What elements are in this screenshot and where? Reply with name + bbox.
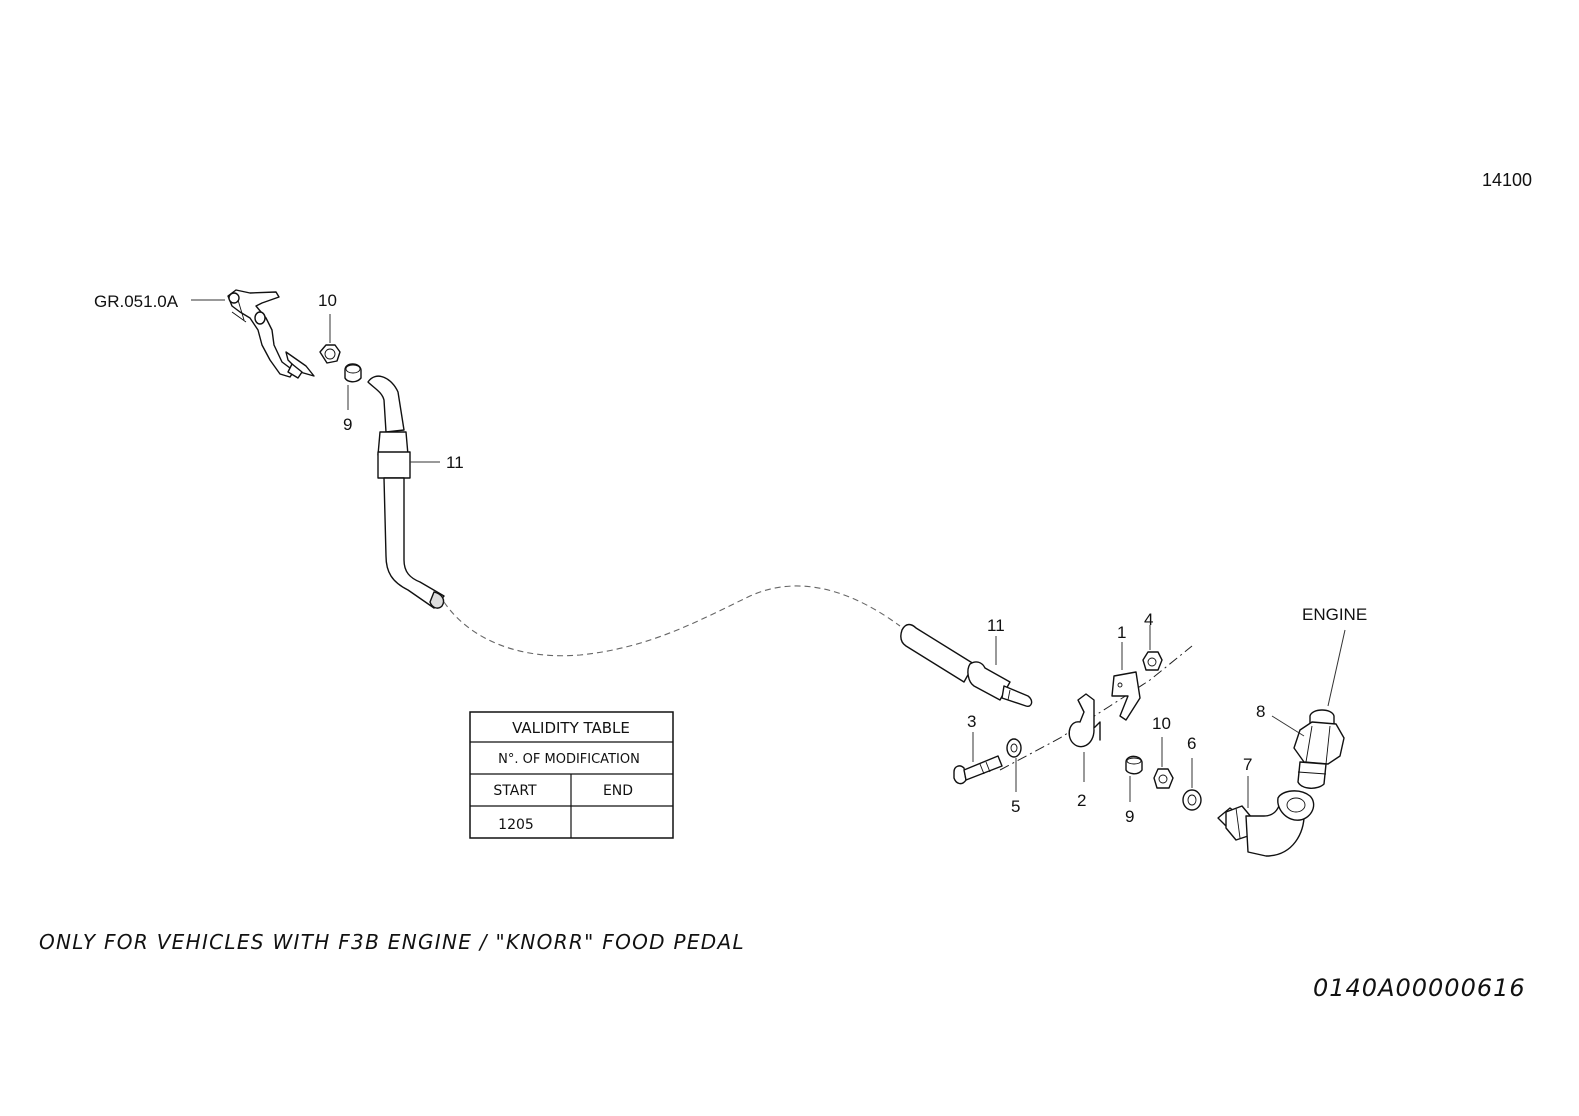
item-label-2: 2: [1077, 791, 1086, 810]
nut-part-4: [1142, 651, 1163, 671]
page-number: 14100: [1482, 170, 1533, 190]
item-label-8: 8: [1256, 702, 1265, 721]
document-number: 0140A00000616: [1313, 974, 1526, 1002]
washer-part-6: [1182, 789, 1202, 811]
leader-line-engine: [1327, 629, 1346, 707]
validity-table-start-header: START: [493, 783, 537, 799]
item-label-4: 4: [1144, 610, 1153, 629]
leader-line-8: [1271, 715, 1305, 737]
accelerator-pedal-part: [227, 289, 315, 379]
validity-table-title: VALIDITY TABLE: [512, 719, 630, 737]
cap-part-9-bottom: [1125, 755, 1143, 775]
bolt-part-3: [953, 755, 1003, 785]
nut-part-10-bottom: [1153, 768, 1174, 789]
washer-part-5: [1006, 738, 1022, 758]
elbow-fitting-part-7: [1217, 790, 1315, 857]
item-label-9-top: 9: [343, 415, 352, 434]
item-label-11-bottom: 11: [987, 616, 1005, 635]
item-label-5: 5: [1011, 797, 1020, 816]
item-label-6: 6: [1187, 734, 1196, 753]
validity-table: VALIDITY TABLE N°. OF MODIFICATION START…: [469, 711, 674, 839]
cap-part-9-top: [344, 363, 362, 383]
bracket-part-1: [1111, 671, 1141, 721]
engine-label: ENGINE: [1302, 605, 1367, 624]
validity-table-subtitle: N°. OF MODIFICATION: [498, 752, 640, 767]
cable-sheath-part-11-top: [367, 375, 445, 609]
connector-part-8: [1293, 709, 1345, 789]
item-label-10-bottom: 10: [1152, 714, 1171, 733]
group-ref-label: GR.051.0A: [94, 292, 179, 311]
validity-table-start-value: 1205: [498, 817, 534, 833]
item-label-11-top: 11: [446, 453, 464, 472]
item-label-3: 3: [967, 712, 976, 731]
validity-table-end-header: END: [603, 783, 633, 799]
applicability-note: ONLY FOR VEHICLES WITH F3B ENGINE / "KNO…: [39, 930, 745, 954]
assembly-centre-line: [999, 645, 1193, 771]
item-label-1: 1: [1117, 623, 1126, 642]
item-label-10-top: 10: [318, 291, 337, 310]
item-label-9-bottom: 9: [1125, 807, 1134, 826]
cable-run-dashed: [443, 585, 901, 657]
item-label-7: 7: [1243, 755, 1252, 774]
clamp-part-2: [1068, 693, 1101, 748]
cable-end-part-11-bottom: [900, 623, 1033, 708]
nut-part-10-top: [319, 344, 341, 364]
